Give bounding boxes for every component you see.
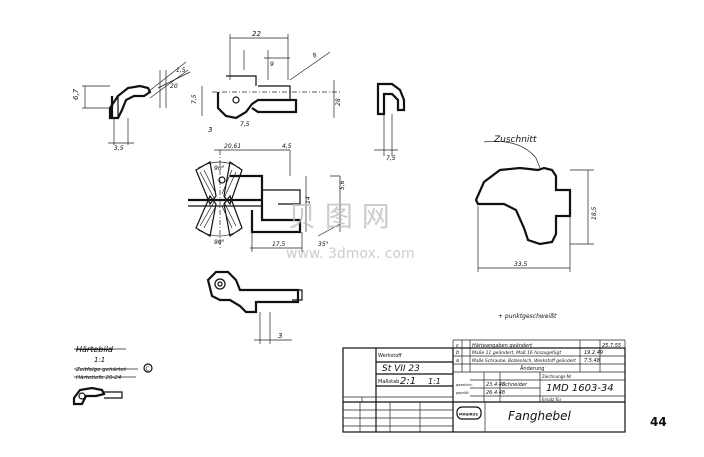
drawing-no-label: Zeichnungs-Nr bbox=[542, 374, 572, 379]
view-zuschnitt: Zuschnitt 33,5 18,5 + punktgeschweißt bbox=[474, 135, 598, 320]
svg-text:Härteangaben geändert: Härteangaben geändert bbox=[472, 343, 533, 349]
dim-side-small: 7,5 bbox=[386, 155, 396, 162]
svg-text:14: 14 bbox=[305, 196, 312, 204]
view-middle: 90° 90° 20,61 4,5 17,5 14 35° 5,6 bbox=[188, 143, 346, 252]
svg-text:5,6: 5,6 bbox=[339, 180, 346, 190]
svg-text:20: 20 bbox=[170, 83, 178, 90]
dim-side: 7,5 bbox=[191, 94, 198, 104]
dim-small-height: 3,5 bbox=[114, 145, 124, 152]
title-block: Werkstoff St VII 23 Maßstab 2:1 1:1 c Hä… bbox=[342, 339, 626, 433]
svg-text:9: 9 bbox=[270, 61, 274, 68]
view-top-left: 6,7 3,5 20 1,5 bbox=[72, 61, 191, 152]
watermark: 贝 图 网 www. 3dmox. com bbox=[286, 200, 415, 262]
svg-text:c: c bbox=[456, 343, 459, 349]
scale-value-a: 2:1 bbox=[400, 376, 416, 387]
svg-text:7,5: 7,5 bbox=[240, 121, 250, 128]
angle-bottom-label: 90° bbox=[214, 239, 225, 246]
dim-top-left-height: 6,7 bbox=[72, 88, 80, 100]
svg-text:Maße Schraube, Bolzenloch, Wer: Maße Schraube, Bolzenloch, Werkstoff geä… bbox=[472, 358, 576, 364]
scale-value-b: 1:1 bbox=[428, 377, 441, 386]
dim-hole: 3 bbox=[278, 332, 282, 340]
angle-top-label: 90° bbox=[214, 165, 225, 172]
legend-line2: Härtetiefe 20-24 bbox=[76, 375, 122, 381]
material-label: Werkstoff bbox=[378, 353, 402, 359]
view-top-center: 22 9 8 7,5 28 3 7,5 bbox=[191, 30, 342, 134]
dim-center-height: 28 bbox=[335, 98, 342, 106]
legend-line1: Zeitfolge gehärtet bbox=[75, 367, 127, 373]
legend-mark: C bbox=[146, 367, 150, 373]
dim-top-width: 22 bbox=[252, 30, 261, 38]
svg-text:19.2.49: 19.2.49 bbox=[584, 350, 603, 356]
watermark-cn: 贝 图 网 bbox=[288, 200, 390, 233]
drawn-name: Schneider bbox=[502, 382, 528, 388]
drawn-date: 23.4.48 bbox=[486, 382, 505, 388]
revision-header: Änderung bbox=[520, 365, 544, 372]
company-logo: MAGIRUS bbox=[459, 413, 478, 417]
svg-text:25.7.55: 25.7.55 bbox=[602, 343, 621, 349]
page-number: 44 bbox=[650, 415, 667, 429]
legend-ratio: 1:1 bbox=[94, 356, 105, 364]
checked-date: 26.4.48 bbox=[486, 390, 505, 396]
checked-label: geprüft bbox=[456, 391, 469, 395]
part-name: Fanghebel bbox=[508, 409, 571, 423]
dim-zuschnitt-width: 33,5 bbox=[514, 261, 528, 268]
revision-row: c Härteangaben geändert 25.7.55 bbox=[456, 343, 621, 349]
drawn-label: gezeichn. bbox=[456, 383, 473, 387]
svg-text:8: 8 bbox=[312, 52, 319, 60]
dim-bottom-angle: 35° bbox=[318, 241, 329, 248]
material-value: St VII 23 bbox=[382, 364, 420, 374]
svg-text:3: 3 bbox=[208, 126, 212, 134]
dim-bottom-length: 17,5 bbox=[272, 241, 286, 248]
revision-row: b Maße 11 geändert, Maß 16 hinzugefügt 1… bbox=[456, 350, 603, 356]
watermark-url: www. 3dmox. com bbox=[286, 246, 415, 262]
svg-text:b: b bbox=[456, 350, 459, 356]
svg-text:Maße 11 geändert, Maß 16 hinzu: Maße 11 geändert, Maß 16 hinzugefügt bbox=[472, 350, 561, 356]
replaced-label: Ersatz für bbox=[542, 397, 562, 402]
svg-text:1,5: 1,5 bbox=[176, 67, 186, 74]
drawing-number: 1MD 1603-34 bbox=[546, 383, 614, 394]
scale-label: Maßstab bbox=[378, 379, 399, 385]
hardness-legend: Härtebild 1:1 Zeitfolge gehärtet Härteti… bbox=[72, 345, 153, 406]
view-top-right: 7,5 bbox=[374, 82, 406, 162]
revision-row: a Maße Schraube, Bolzenloch, Werkstoff g… bbox=[456, 358, 600, 364]
weld-note: + punktgeschweißt bbox=[498, 313, 557, 320]
view-bottom: 3 bbox=[206, 270, 303, 344]
svg-text:7.5.48: 7.5.48 bbox=[584, 358, 600, 364]
dim-mid-right: 4,5 bbox=[282, 143, 292, 150]
svg-text:a: a bbox=[456, 358, 459, 364]
dim-mid-width: 20,61 bbox=[224, 143, 241, 150]
zuschnitt-label: Zuschnitt bbox=[493, 135, 537, 145]
dim-zuschnitt-height: 18,5 bbox=[591, 206, 598, 220]
legend-title: Härtebild bbox=[76, 345, 114, 354]
